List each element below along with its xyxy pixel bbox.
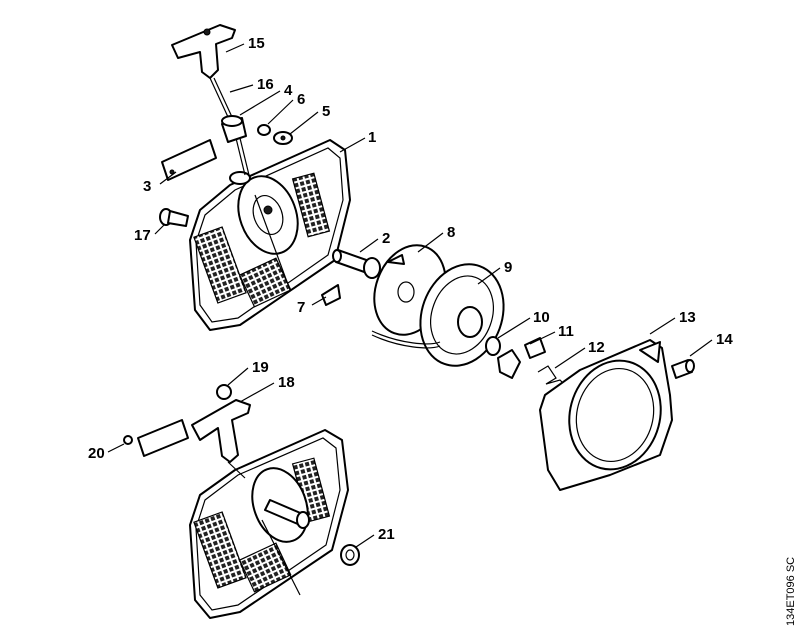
plate-hole [169,169,175,175]
spring-clip [537,365,567,387]
callout-19: 19 [252,359,269,376]
callout-5: 5 [322,103,330,120]
callout-6: 6 [297,91,305,108]
cover-plate-upper [161,139,217,181]
callout-13: 13 [679,309,696,326]
leader-lines [107,43,713,548]
pawl-second [524,337,546,359]
callout-8: 8 [447,224,455,241]
fan-cover [539,339,673,491]
small-clip [321,284,341,306]
fan-housing-lower [189,429,349,619]
callout-21: 21 [378,526,395,543]
drawing-code: 134ET096 SC [785,557,797,626]
callout-7: 7 [297,299,305,316]
callout-2: 2 [382,230,390,247]
callout-4: 4 [284,82,293,99]
small-bushing [257,124,271,136]
callout-10: 10 [533,309,550,326]
housing-screw [159,208,189,227]
callout-9: 9 [504,259,512,276]
callout-11: 11 [558,323,574,340]
cover-screw [671,359,695,379]
callout-16: 16 [257,76,274,93]
callout-17: 17 [134,227,151,244]
callout-labels: 15 16 4 6 5 1 3 17 2 8 9 7 10 11 12 13 1… [88,35,733,543]
washer-hole [280,135,286,141]
lower-washer-hole [345,549,355,561]
lower-grip-handle [191,384,251,479]
rope-rotor [371,263,505,367]
cover-plate-lower [137,419,189,457]
rope-guide-bush [221,115,247,143]
callout-15: 15 [248,35,265,52]
callout-1: 1 [368,129,376,146]
starter-grip-handle [171,24,236,79]
callout-18: 18 [278,374,295,391]
callout-14: 14 [716,331,733,348]
rope-rotor-spindle [332,249,381,279]
callout-20: 20 [88,445,105,462]
plug [123,435,133,445]
rotor-washer [485,336,501,356]
callout-3: 3 [143,178,151,195]
lower-washer [340,544,360,566]
pawl [497,349,521,379]
callout-12: 12 [588,339,605,356]
